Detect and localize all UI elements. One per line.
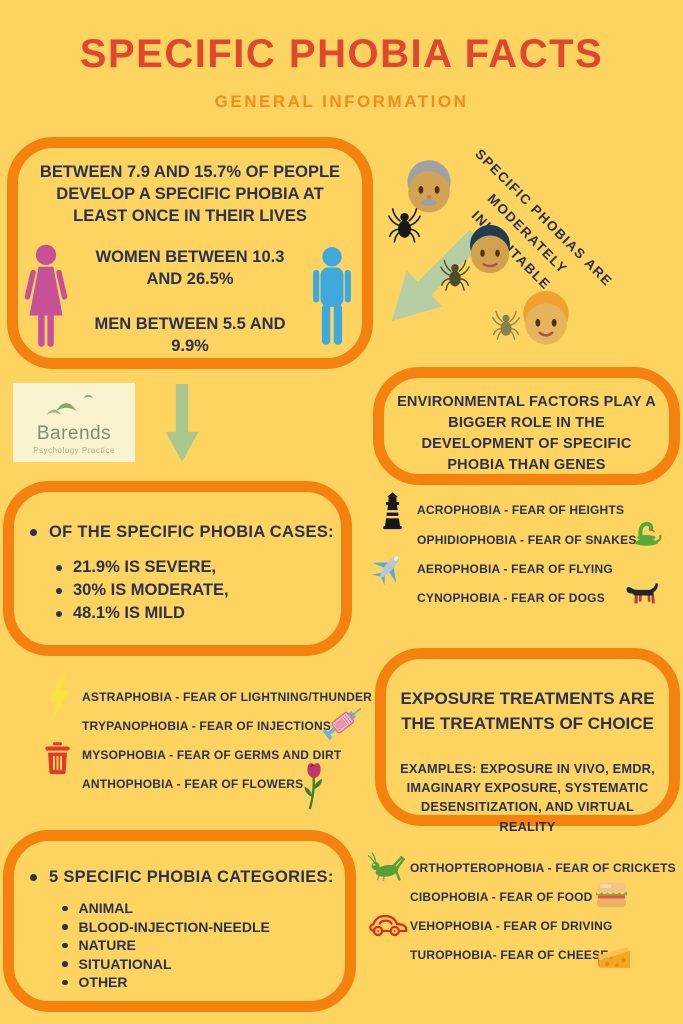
fear-label-ophidiophobia: OPHIDIOPHOBIA - FEAR OF SNAKES (417, 533, 637, 547)
fear-label-astraphobia: ASTRAPHOBIA - FEAR OF LIGHTNING/THUNDER (82, 690, 373, 704)
men-statistic: MEN BETWEEN 5.5 AND 9.9% (94, 315, 286, 356)
fear-label-acrophobia: ACROPHOBIA - FEAR OF HEIGHTS (417, 503, 625, 517)
fear-label-trypanophobia: TRYPANOPHOBIA - FEAR OF INJECTIONS (82, 719, 332, 733)
fear-label-anthophobia: ANTHOPHOBIA - FEAR OF FLOWERS (82, 777, 304, 791)
cases-box: OF THE SPECIFIC PHOBIA CASES: 21.9% IS S… (3, 481, 352, 656)
fear-label-aerophobia: AEROPHOBIA - FEAR OF FLYING (417, 562, 613, 576)
list-item: SITUATIONAL (62, 955, 345, 974)
women-statistic: WOMEN BETWEEN 10.3 AND 26.5% (95, 248, 285, 289)
treatments-box: EXPOSURE TREATMENTS ARE THE TREATMENTS O… (375, 648, 680, 834)
list-item: 21.9% IS SEVERE, (56, 556, 341, 579)
cases-item-mild: 48.1% IS MILD (73, 604, 185, 622)
father-face-icon (465, 223, 515, 280)
fear-label-vehophobia: VEHOPHOBIA - FEAR OF DRIVING (410, 919, 613, 933)
birds-icon (45, 391, 103, 417)
prevalence-intro-text: BETWEEN 7.9 AND 15.7% OF PEOPLE DEVELOP … (39, 163, 341, 225)
fear-label-cibophobia: CIBOPHOBIA - FEAR OF FOOD (410, 890, 593, 904)
spider-icon-small (492, 309, 520, 340)
list-item: NATURE (62, 936, 345, 955)
list-item: BLOOD-INJECTION-NEEDLE (62, 918, 345, 937)
environment-box: ENVIRONMENTAL FACTORS PLAY A BIGGER ROLE… (373, 367, 680, 485)
bullet-dot (56, 587, 62, 594)
spider-icon-large (388, 206, 421, 243)
category-nature: NATURE (78, 937, 136, 954)
bullet-dot (30, 874, 37, 881)
diagonal-arrow-icon (365, 214, 499, 348)
fear-label-cynophobia: CYNOPHOBIA - FEAR OF DOGS (417, 591, 605, 605)
car-icon (367, 911, 409, 940)
categories-list: ANIMAL BLOOD-INJECTION-NEEDLE NATURE SIT… (62, 899, 345, 992)
cases-heading: OF THE SPECIFIC PHOBIA CASES: (49, 523, 334, 541)
lighthouse-icon (381, 492, 404, 530)
list-item: 30% IS MODERATE, (56, 579, 341, 602)
category-situational: SITUATIONAL (78, 955, 172, 972)
bullet-dot (62, 961, 68, 967)
bullet-dot (62, 942, 68, 949)
bullet-dot (62, 924, 68, 930)
category-other: OTHER (78, 974, 128, 991)
sandwich-icon (594, 880, 629, 912)
treatments-heading: EXPOSURE TREATMENTS ARE THE TREATMENTS O… (400, 689, 655, 733)
flower-icon (300, 761, 329, 810)
airplane-icon (371, 548, 408, 585)
cases-list: 21.9% IS SEVERE, 30% IS MODERATE, 48.1% … (56, 556, 341, 625)
woman-icon (23, 240, 69, 358)
dog-icon (624, 580, 664, 611)
fear-label-turophobia: TUROPHOBIA- FEAR OF CHEESE (410, 948, 609, 962)
treatments-examples: EXAMPLES: EXPOSURE IN VIVO, EMDR, IMAGIN… (400, 761, 655, 834)
logo: Barends Psychology Practice (13, 383, 135, 462)
categories-heading: 5 SPECIFIC PHOBIA CATEGORIES: (49, 868, 334, 886)
syringe-icon (318, 700, 368, 746)
grandfather-face-icon (402, 160, 456, 218)
bullet-dot (62, 979, 68, 986)
bullet-dot (30, 529, 37, 536)
cases-item-moderate: 30% IS MODERATE, (73, 581, 229, 599)
cheese-icon (596, 942, 632, 971)
list-item: 48.1% IS MILD (56, 602, 341, 625)
bullet-dot (62, 905, 68, 912)
list-item: OTHER (62, 973, 345, 992)
prevalence-box: BETWEEN 7.9 AND 15.7% OF PEOPLE DEVELOP … (7, 137, 373, 369)
spider-icon-medium (440, 258, 470, 291)
category-animal: ANIMAL (78, 900, 133, 916)
child-face-icon (518, 291, 574, 349)
category-blood-injection-needle: BLOOD-INJECTION-NEEDLE (78, 918, 270, 935)
bullet-dot (56, 564, 62, 571)
categories-box: 5 SPECIFIC PHOBIA CATEGORIES: ANIMAL BLO… (3, 830, 356, 1012)
logo-name: Barends (36, 423, 112, 444)
lightning-icon (47, 672, 70, 724)
cases-item-severe: 21.9% IS SEVERE, (73, 558, 217, 576)
cases-heading-row: OF THE SPECIFIC PHOBIA CASES: (30, 523, 341, 542)
snake-icon (629, 519, 662, 547)
cricket-icon (367, 851, 407, 883)
fear-label-orthopterophobia: ORTHOPTEROPHOBIA - FEAR OF CRICKETS (410, 861, 676, 875)
bullet-dot (56, 610, 62, 617)
trash-icon (44, 742, 71, 775)
fear-label-mysophobia: MYSOPHOBIA - FEAR OF GERMS AND DIRT (82, 748, 342, 762)
categories-heading-row: 5 SPECIFIC PHOBIA CATEGORIES: (30, 868, 345, 887)
page-title: SPECIFIC PHOBIA FACTS (79, 32, 604, 76)
down-arrow-icon (158, 384, 206, 466)
environment-text: ENVIRONMENTAL FACTORS PLAY A BIGGER ROLE… (397, 394, 656, 474)
logo-tagline: Psychology Practice (33, 446, 115, 455)
page-subtitle: GENERAL INFORMATION (214, 92, 469, 111)
list-item: ANIMAL (62, 899, 345, 918)
man-icon (310, 240, 354, 358)
